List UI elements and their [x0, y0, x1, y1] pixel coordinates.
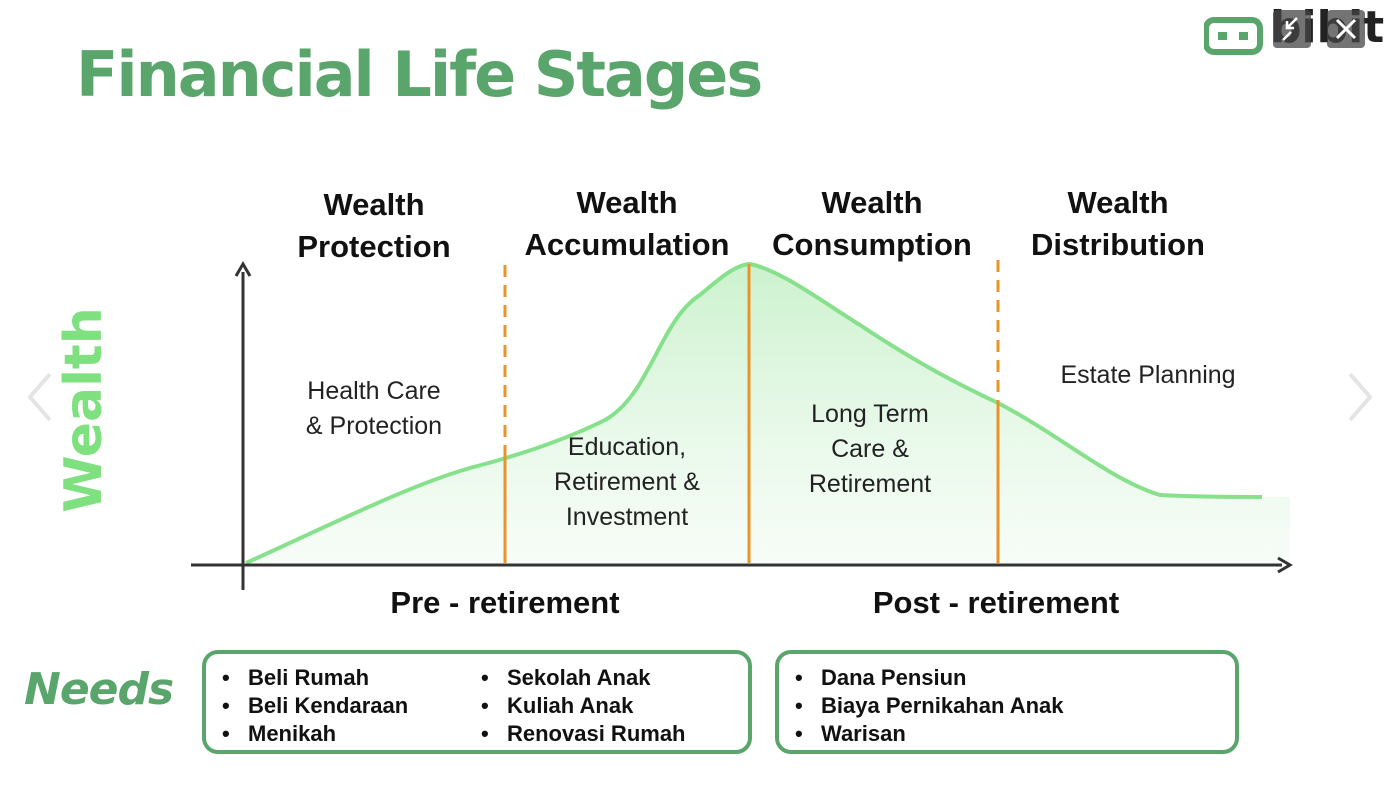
pre-retirement-label: Pre - retirement: [390, 585, 620, 620]
prev-slide-button[interactable]: [24, 372, 54, 422]
post-retirement-label: Post - retirement: [872, 585, 1120, 620]
list-item: Renovasi Rumah: [475, 720, 686, 748]
list-item: Dana Pensiun: [789, 664, 1064, 692]
chevron-left-icon: [27, 372, 52, 422]
page-title: Financial Life Stages: [76, 38, 763, 111]
list-item: Beli Kendaraan: [216, 692, 408, 720]
stage-distribution-note: Estate Planning: [1060, 361, 1236, 389]
close-button[interactable]: [1327, 10, 1365, 48]
wealth-area: [246, 264, 1290, 563]
needs-column: Beli Rumah Beli Kendaraan Menikah: [216, 664, 408, 748]
list-item: Warisan: [789, 720, 1064, 748]
stage-accumulation-note: Education,Retirement &Investment: [554, 433, 700, 531]
list-item: Beli Rumah: [216, 664, 408, 692]
needs-label: Needs: [24, 664, 174, 715]
list-item: Kuliah Anak: [475, 692, 686, 720]
needs-column: Dana Pensiun Biaya Pernikahan Anak Waris…: [789, 664, 1064, 748]
close-icon: [1335, 18, 1357, 40]
shrink-arrows-icon: [1282, 17, 1298, 41]
post-retirement-needs-box: Dana Pensiun Biaya Pernikahan Anak Waris…: [775, 650, 1239, 754]
list-item: Biaya Pernikahan Anak: [789, 692, 1064, 720]
list-item: Menikah: [216, 720, 408, 748]
list-item: Sekolah Anak: [475, 664, 686, 692]
chevron-right-icon: [1348, 372, 1373, 422]
x-axis-arrow: [1277, 556, 1293, 574]
shrink-button[interactable]: [1273, 10, 1311, 48]
needs-column: Sekolah Anak Kuliah Anak Renovasi Rumah: [475, 664, 686, 748]
next-slide-button[interactable]: [1346, 372, 1376, 422]
y-axis-label: Wealth: [54, 307, 114, 513]
y-axis-arrow: [234, 261, 252, 277]
pre-retirement-needs-box: Beli Rumah Beli Kendaraan Menikah Sekola…: [202, 650, 752, 754]
bibit-logo: [1204, 17, 1263, 55]
stage-protection-note: Health Care& Protection: [305, 377, 443, 440]
